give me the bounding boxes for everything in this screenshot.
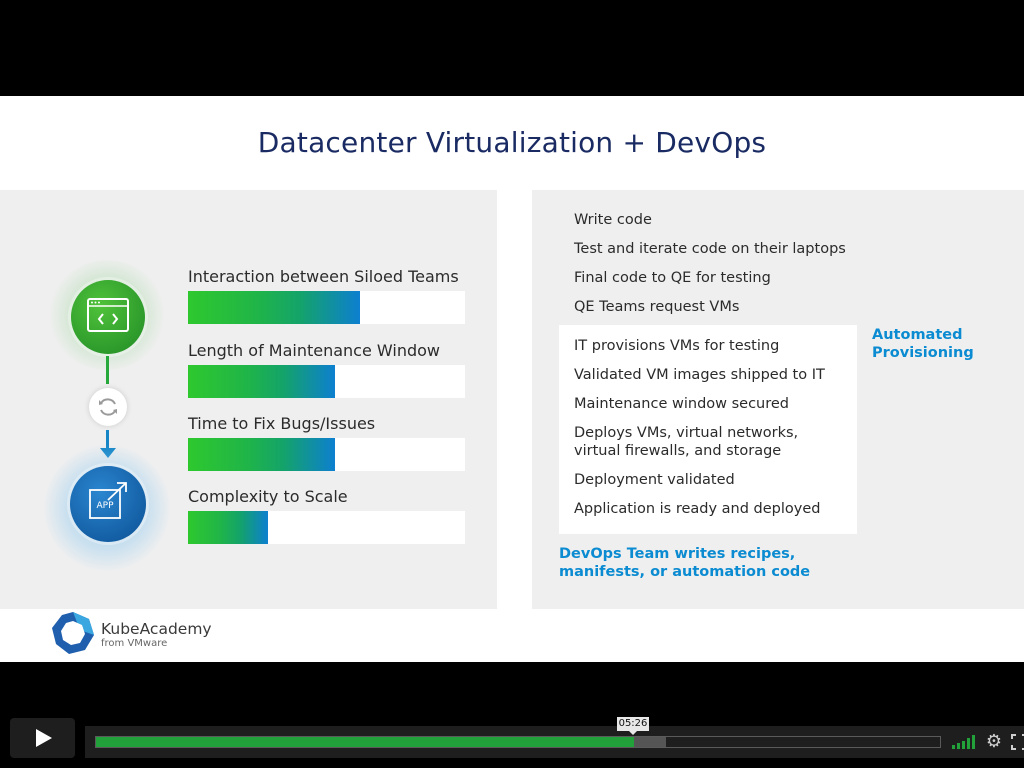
metric-bar-track <box>188 511 465 544</box>
time-tooltip: 05:26 <box>617 717 649 735</box>
sync-icon <box>89 388 127 426</box>
gear-icon[interactable]: ⚙ <box>985 731 1003 752</box>
automated-steps-box <box>559 325 857 534</box>
metric-bar-fill <box>188 511 269 544</box>
step-test-iterate: Test and iterate code on their laptops <box>574 241 846 257</box>
automated-label-line2: Provisioning <box>872 345 974 361</box>
step-app-ready: Application is ready and deployed <box>574 501 821 517</box>
devops-label-line1: DevOps Team writes recipes, <box>559 546 796 562</box>
brand-name: KubeAcademy <box>101 620 212 638</box>
step-validated-images: Validated VM images shipped to IT <box>574 367 825 383</box>
step-it-provisions: IT provisions VMs for testing <box>574 338 780 354</box>
volume-icon[interactable] <box>952 735 976 749</box>
video-slide: Datacenter Virtualization + DevOps <box>0 96 1024 662</box>
metric-bar-fill <box>188 365 335 398</box>
left-panel: APP <box>0 190 497 609</box>
volume-bar <box>952 745 955 749</box>
step-final-code-qe: Final code to QE for testing <box>574 270 771 286</box>
progress-played <box>96 737 635 747</box>
devops-team-label: DevOps Team writes recipes, manifests, o… <box>559 545 810 581</box>
brand-sub: from VMware <box>101 638 168 649</box>
metric-label: Interaction between Siloed Teams <box>188 267 459 286</box>
metric-label: Complexity to Scale <box>188 487 348 506</box>
step-deployment-validated: Deployment validated <box>574 472 735 488</box>
metric-maintenance-window: Length of Maintenance Window <box>188 340 466 398</box>
app-icon-text: APP <box>96 501 114 511</box>
progress-bar[interactable] <box>95 736 941 748</box>
volume-bar <box>957 743 960 749</box>
play-icon <box>36 729 52 747</box>
kubeacademy-logo <box>52 612 94 654</box>
metric-bar-fill <box>188 438 335 471</box>
step-qe-request-vms: QE Teams request VMs <box>574 299 740 315</box>
metric-complexity-scale: Complexity to Scale <box>188 486 466 544</box>
metric-fix-bugs: Time to Fix Bugs/Issues <box>188 413 466 471</box>
metric-bar-track <box>188 438 465 471</box>
step-maintenance-window: Maintenance window secured <box>574 396 790 412</box>
automated-provisioning-label: Automated Provisioning <box>872 326 974 362</box>
metric-label: Time to Fix Bugs/Issues <box>188 414 376 433</box>
fullscreen-icon[interactable] <box>1011 734 1024 750</box>
slide-title: Datacenter Virtualization + DevOps <box>257 126 767 159</box>
connector-blue <box>106 430 109 450</box>
app-icon: APP <box>70 466 146 542</box>
volume-bar <box>967 738 970 749</box>
metric-bar-fill <box>188 291 360 324</box>
step-write-code: Write code <box>574 212 652 228</box>
step-deploys-vms-cont: virtual firewalls, and storage <box>574 443 782 459</box>
connector-green <box>106 356 109 384</box>
metric-bar-track <box>188 365 465 398</box>
play-button[interactable] <box>10 718 75 758</box>
metric-siloed-teams: Interaction between Siloed Teams <box>188 266 466 324</box>
volume-bar <box>972 735 975 749</box>
code-window-icon <box>71 280 145 354</box>
metric-bar-track <box>188 291 465 324</box>
metric-label: Length of Maintenance Window <box>188 341 440 360</box>
devops-label-line2: manifests, or automation code <box>559 564 811 580</box>
volume-bar <box>962 741 965 749</box>
automated-label-line1: Automated <box>872 327 963 343</box>
step-deploys-vms: Deploys VMs, virtual networks, <box>574 425 799 441</box>
